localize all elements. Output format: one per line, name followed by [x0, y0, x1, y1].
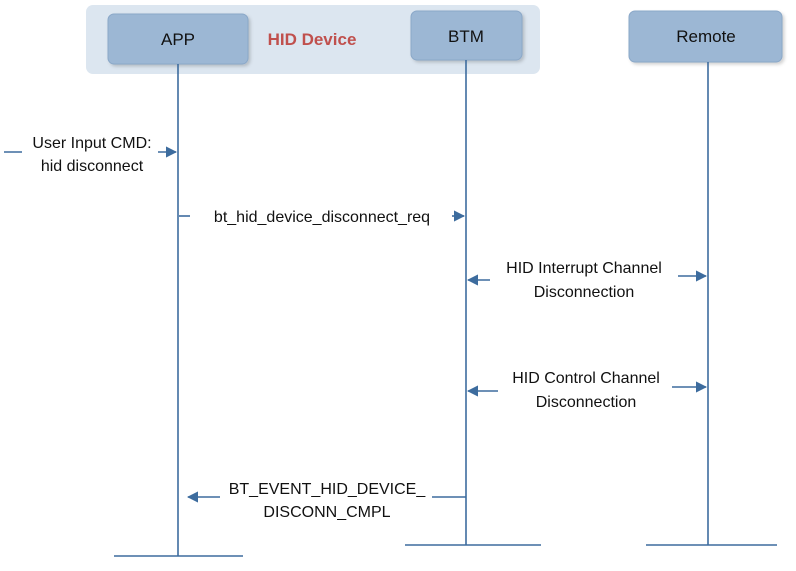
message-event-line1: BT_EVENT_HID_DEVICE_ [229, 481, 427, 498]
participant-remote: Remote [628, 10, 783, 63]
participant-remote-label: Remote [676, 27, 736, 46]
group-title: HID Device [268, 30, 357, 49]
message-interrupt-line1: HID Interrupt Channel [506, 260, 662, 277]
message-disconn-cmpl-event: BT_EVENT_HID_DEVICE_ DISCONN_CMPL [186, 481, 466, 521]
participant-btm: BTM [410, 10, 523, 61]
participant-app: APP [107, 13, 249, 65]
message-interrupt-line2: Disconnection [534, 284, 635, 301]
message-disconnect-req: bt_hid_device_disconnect_req [179, 209, 466, 226]
message-user-input-line2: hid disconnect [41, 158, 144, 175]
message-control-line2: Disconnection [536, 394, 637, 411]
message-user-input: User Input CMD: hid disconnect [4, 135, 178, 175]
message-interrupt-disconnection: HID Interrupt Channel Disconnection [466, 260, 708, 301]
participant-app-label: APP [161, 30, 195, 49]
message-disconnect-req-label: bt_hid_device_disconnect_req [214, 209, 430, 226]
participant-btm-label: BTM [448, 27, 484, 46]
message-event-line2: DISCONN_CMPL [263, 504, 390, 521]
message-user-input-line1: User Input CMD: [32, 135, 151, 152]
message-control-disconnection: HID Control Channel Disconnection [466, 370, 708, 411]
message-control-line1: HID Control Channel [512, 370, 660, 387]
